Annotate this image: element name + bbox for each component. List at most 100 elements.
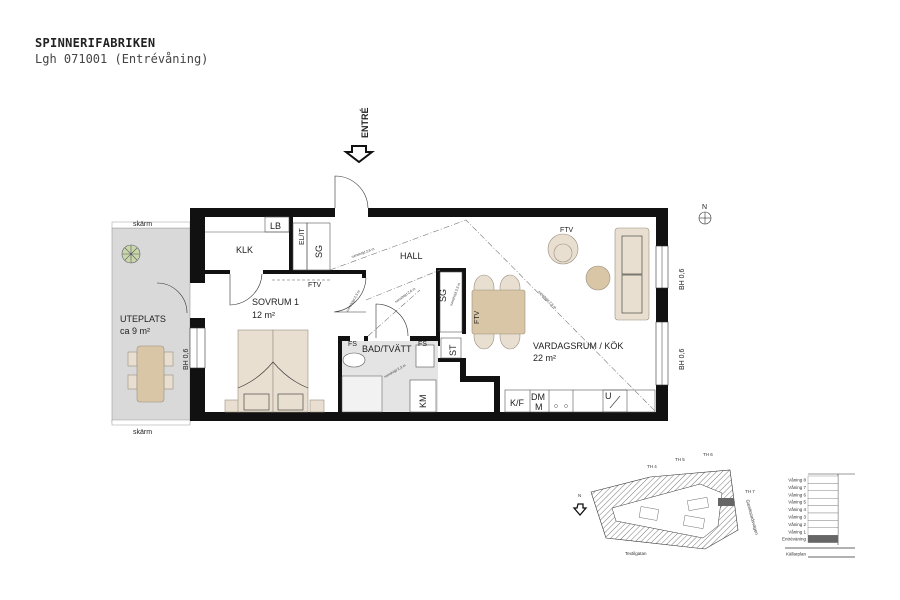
plant-icon (121, 244, 141, 264)
keyplan-north: N (578, 493, 581, 498)
floor-label: Våning 5 (788, 499, 806, 505)
sovrum-door-swing[interactable] (333, 277, 367, 313)
kf-label: K/F (510, 398, 525, 408)
elit-label: EL/IT (299, 228, 306, 245)
nightstand (309, 399, 325, 413)
floor-label: Våning 1 (788, 528, 806, 534)
street-gamlestadsvagen: Gamlestadsvägen (745, 499, 759, 536)
klk-door-swing[interactable] (229, 273, 263, 306)
floor-box (807, 505, 839, 514)
windows: BH 0,6 BH 0,6 BH 0,6 (183, 245, 686, 386)
floor-box (807, 527, 839, 536)
floor-box (807, 490, 839, 499)
bed (237, 329, 274, 413)
uteplats-area: ca 9 m² (120, 326, 150, 336)
ceiling-height-4: rumshöjd 2,3 m (449, 282, 461, 306)
entrance-marker: ENTRÉ (334, 107, 375, 209)
th-4: TH 4 (647, 464, 657, 469)
screen-label-bottom: skärm (133, 429, 152, 436)
entrance-door-swing[interactable] (334, 175, 369, 209)
terrace-table (136, 345, 165, 403)
th-5: TH 5 (675, 457, 685, 462)
terrace-door-swing (156, 282, 188, 314)
bed (272, 329, 309, 413)
bh-label-1: BH 0,6 (679, 268, 686, 290)
vardagsrum-area: 22 m² (533, 353, 556, 363)
floor-box (807, 520, 839, 529)
dining-table (471, 289, 526, 335)
floor-label: Våning 4 (788, 506, 806, 512)
th-7: TH 7 (745, 489, 755, 494)
chair (127, 374, 138, 390)
bad-label: BAD/TVÄTT (362, 344, 412, 354)
th-6: TH 6 (703, 452, 713, 457)
klk-room: LB KLK EL/IT SG (205, 216, 331, 306)
compass-icon: N (698, 204, 712, 225)
hall-label: HALL (400, 251, 423, 261)
washing-machine (409, 379, 437, 413)
lb-label: LB (270, 221, 281, 231)
vardagsrum-label: VARDAGSRUM / KÖK (533, 341, 623, 351)
coffee-table (585, 265, 611, 291)
ftv-label-1: FTV (308, 282, 322, 289)
floor-label: Källarplan (786, 552, 807, 557)
walls (190, 208, 668, 421)
ceiling-height-2: rumshöjd 2,3 m (345, 290, 361, 313)
floor-label: Våning 3 (788, 514, 806, 520)
bedroom: FTV SOVRUM 1 12 m² (224, 279, 330, 413)
street-textilgatan: Textilgatan (625, 551, 647, 556)
bh-label-3: BH 0,6 (183, 348, 190, 370)
stove (602, 389, 628, 413)
uteplats-label: UTEPLATS (120, 314, 166, 324)
keyplan-highlight (718, 498, 734, 506)
ceiling-height-3: rumshöjd 2,6 m (394, 287, 416, 304)
screen-label-top: skärm (133, 221, 152, 228)
compass-north: N (702, 204, 707, 211)
armchair (547, 233, 579, 265)
sink (415, 344, 435, 368)
floor-box (807, 498, 839, 506)
nightstand (224, 399, 240, 413)
chair (163, 374, 174, 390)
living-kitchen: FTV FTV VARDAGSRUM / KÖK 22 m² K/F DM M … (471, 227, 656, 413)
apartment-subtitle: Lgh 071001 (Entrévåning) (35, 52, 209, 66)
bh-label-2: BH 0,6 (679, 348, 686, 370)
bathroom-door-swing[interactable] (375, 303, 409, 338)
fs-label-1: FS (348, 341, 357, 348)
floor-label: Våning 2 (788, 521, 806, 527)
ceiling-height-1: rumshöjd 2,6 m (351, 247, 375, 259)
wardrobe (439, 271, 463, 333)
sg-label-2: SG (438, 289, 448, 302)
entrance-label: ENTRÉ (360, 107, 370, 138)
floor-label: Våning 6 (788, 491, 806, 497)
kitchen-counter (504, 389, 656, 413)
ftv-label-2: FTV (474, 310, 481, 324)
sg-label-1: SG (314, 245, 324, 258)
chair (163, 351, 174, 367)
floor-box (807, 512, 839, 521)
floor-box (807, 483, 839, 491)
km-label: KM (418, 395, 428, 409)
ceiling-height-lines (329, 219, 657, 413)
north-arrow-icon (572, 503, 588, 516)
storage (440, 337, 462, 359)
key-plan: N TH 4 TH 5 TH 6 TH 7 Textilgatan Gamles… (572, 452, 759, 556)
sovrum-label: SOVRUM 1 (252, 297, 299, 307)
m-label: M (535, 402, 543, 412)
st-label: ST (448, 344, 458, 356)
entrance-arrow-icon (343, 145, 375, 164)
dm-label: DM (531, 392, 545, 402)
sovrum-area: 12 m² (252, 310, 275, 320)
floor-box (807, 535, 839, 543)
ftv-label-3: FTV (560, 227, 574, 234)
u-label: U (605, 391, 612, 401)
fs-label-2: FS (418, 341, 427, 348)
bathroom: FS FS BAD/TVÄTT KM rumshöjd 2,3 m (341, 341, 438, 413)
project-title: SPINNERIFABRIKEN (35, 36, 156, 50)
floor-label: Våning 7 (788, 484, 806, 490)
ceiling-height-5: rumshöjd 2,6 m (537, 290, 557, 310)
shower (341, 375, 383, 413)
floor-label: Våning 8 (788, 477, 806, 483)
